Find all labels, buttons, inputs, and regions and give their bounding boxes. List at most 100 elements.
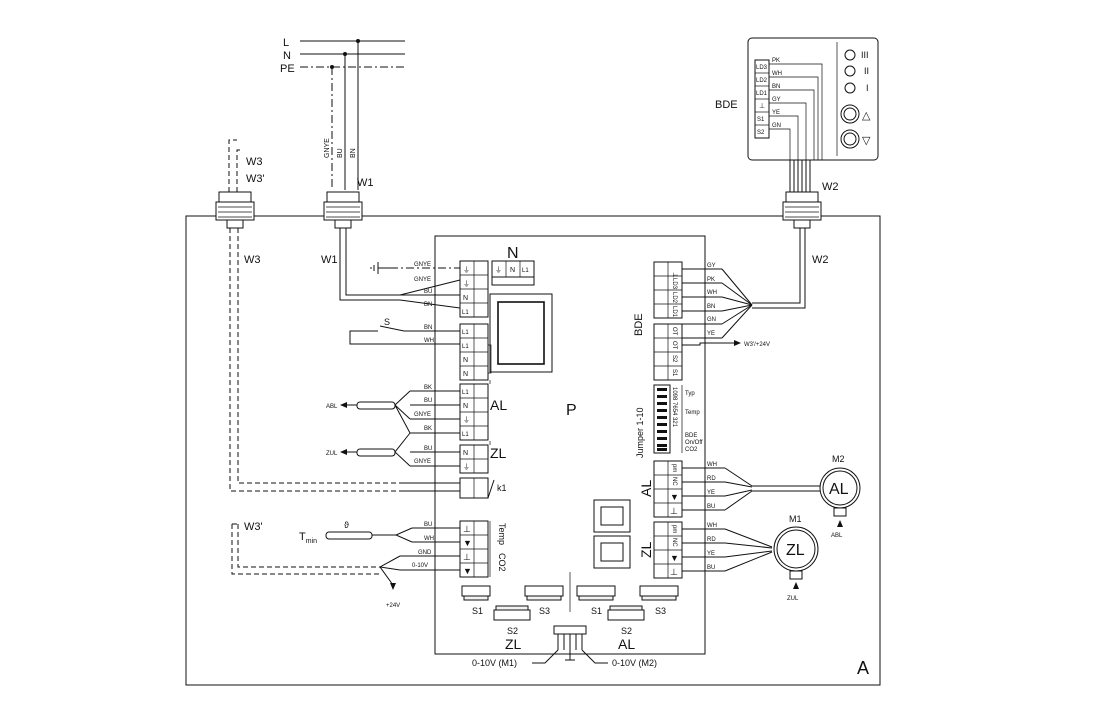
temp-sensor bbox=[325, 531, 373, 540]
rj-socket-lower bbox=[593, 535, 631, 569]
bde-terminals: LD3 LD2 LD1 ⊥ S1 S2 bbox=[754, 59, 770, 139]
svg-text:⏚: ⏚ bbox=[463, 463, 470, 471]
svg-text:S1: S1 bbox=[671, 369, 677, 377]
label-p: P bbox=[566, 402, 577, 419]
svg-text:On/Off: On/Off bbox=[685, 440, 703, 446]
svg-text:WH: WH bbox=[424, 338, 434, 344]
bde-term-ld3: LD3 bbox=[756, 65, 768, 71]
led-label-1: I bbox=[866, 83, 869, 93]
svg-text:L1: L1 bbox=[462, 344, 469, 350]
transformer bbox=[489, 293, 553, 373]
terminals-mains: ⏚ ⏚ N L1 GNYE GNYE BU BN bbox=[414, 260, 489, 318]
svg-text:RD: RD bbox=[707, 476, 716, 482]
svg-text:L1: L1 bbox=[462, 432, 469, 438]
svg-text:S2: S2 bbox=[621, 626, 632, 636]
label-0-10v-m1: 0-10V (M1) bbox=[472, 658, 517, 668]
bde-control-unit: BDE LD3 LD2 LD1 ⊥ S1 S2 PK WH BN GY YE G… bbox=[715, 37, 879, 161]
led-level-2 bbox=[844, 65, 856, 77]
label-bn-w1: BN bbox=[350, 148, 357, 158]
svg-text:pm: pm bbox=[671, 525, 677, 533]
svg-text:L1: L1 bbox=[462, 330, 469, 336]
bde-wire-pk: PK bbox=[772, 58, 780, 64]
svg-text:BN: BN bbox=[424, 325, 432, 331]
svg-text:PK: PK bbox=[707, 277, 715, 283]
label-w3-inside: W3 bbox=[244, 254, 261, 266]
bde-wire-bn: BN bbox=[772, 84, 780, 90]
motor-m1: M1 ZL ZUL bbox=[773, 514, 819, 602]
label-0-10v-m2: 0-10V (M2) bbox=[612, 658, 657, 668]
svg-text:GNYE: GNYE bbox=[414, 412, 431, 418]
label-k1: k1 bbox=[497, 483, 507, 493]
label-w3p-top: W3' bbox=[246, 173, 265, 185]
label-s: S bbox=[384, 317, 390, 327]
relay-k1: k1 bbox=[400, 477, 507, 499]
svg-text:N: N bbox=[463, 450, 468, 457]
svg-text:BU: BU bbox=[424, 522, 432, 528]
svg-text:▼: ▼ bbox=[670, 553, 679, 563]
label-w2-inside: W2 bbox=[812, 254, 829, 266]
svg-text:LD2: LD2 bbox=[671, 292, 677, 304]
svg-text:N: N bbox=[463, 371, 468, 378]
label-tmin: Tmin bbox=[299, 531, 317, 545]
up-arrow-icon: △ bbox=[862, 110, 871, 122]
svg-text:OT: OT bbox=[671, 341, 677, 350]
svg-text:⊥: ⊥ bbox=[463, 524, 471, 534]
svg-text:BN: BN bbox=[424, 302, 432, 308]
label-al-motor: AL bbox=[829, 481, 849, 498]
terminals-zl: N ⏚ ZL BU GNYE ZUL bbox=[326, 432, 507, 474]
svg-text:LD1: LD1 bbox=[671, 306, 677, 318]
label-gnye-w1: GNYE bbox=[324, 138, 331, 158]
svg-text:L1: L1 bbox=[462, 390, 469, 396]
label-al-right: AL bbox=[638, 480, 654, 497]
svg-text:S3: S3 bbox=[655, 606, 666, 616]
label-w3-24v: W3'/+24V bbox=[744, 342, 770, 348]
label-m1: M1 bbox=[789, 514, 802, 524]
svg-text:YE: YE bbox=[707, 331, 715, 337]
label-w3-top: W3 bbox=[246, 156, 263, 168]
svg-text:BN: BN bbox=[707, 304, 715, 310]
svg-text:YE: YE bbox=[707, 490, 715, 496]
label-al-left: AL bbox=[490, 397, 507, 413]
bde-title: BDE bbox=[715, 99, 738, 111]
label-al-bottom: AL bbox=[618, 636, 635, 652]
svg-text:S1: S1 bbox=[472, 606, 483, 616]
bde-wire-ye: YE bbox=[772, 110, 780, 116]
down-button bbox=[840, 129, 860, 149]
svg-text:N: N bbox=[463, 357, 468, 364]
svg-text:⊥: ⊥ bbox=[671, 272, 678, 278]
svg-text:YE: YE bbox=[707, 551, 715, 557]
svg-text:GNYE: GNYE bbox=[414, 277, 431, 283]
cable-gland-w1 bbox=[323, 191, 363, 229]
led-label-2: II bbox=[864, 66, 869, 76]
bde-term-gnd: ⊥ bbox=[759, 103, 765, 110]
label-m2: M2 bbox=[832, 454, 845, 464]
label-zul-right: ZUL bbox=[787, 596, 799, 602]
svg-text:S2: S2 bbox=[671, 355, 677, 363]
cable-w1-inside: W1 bbox=[321, 228, 461, 309]
terminals-motor-al: pm NC ▼ ⊥ AL WH RD YE BU bbox=[638, 460, 820, 518]
terminals-motor-zl: pm NC ▼ ⊥ ZL WH RD YE BU bbox=[638, 521, 773, 579]
label-zul-left: ZUL bbox=[326, 451, 338, 457]
svg-text:GNYE: GNYE bbox=[414, 459, 431, 465]
housing-a bbox=[185, 215, 881, 686]
svg-text:S2: S2 bbox=[507, 626, 518, 636]
label-zl-motor: ZL bbox=[786, 542, 805, 559]
terminals-sensor: ⊥ ▼ ⊥ ▼ Temp CO2 BU WH GND 0-10V ϑ Tmin … bbox=[231, 520, 507, 609]
n-terminal-block: N ⏚ N L1 bbox=[491, 245, 535, 286]
svg-text:⊥: ⊥ bbox=[670, 567, 678, 577]
mains-supply: L N PE GNYE BU BN W1 bbox=[280, 37, 405, 190]
switches-bottom: S1 S3 S1 S3 S2 S2 ZL AL bbox=[461, 572, 679, 652]
svg-text:BU: BU bbox=[707, 504, 715, 510]
svg-text:Typ: Typ bbox=[685, 391, 695, 397]
svg-text:GND: GND bbox=[418, 550, 432, 556]
svg-text:BU: BU bbox=[424, 446, 432, 452]
label-abl-right: ABL bbox=[831, 533, 843, 539]
svg-text:WH: WH bbox=[707, 290, 717, 296]
svg-text:▼: ▼ bbox=[463, 566, 472, 576]
svg-text:▼: ▼ bbox=[670, 492, 679, 502]
connector-0-10v: 0-10V (M1) 0-10V (M2) bbox=[472, 625, 657, 668]
svg-text:S1: S1 bbox=[591, 606, 602, 616]
svg-text:LD3: LD3 bbox=[671, 278, 677, 290]
label-temp: Temp bbox=[497, 523, 507, 545]
